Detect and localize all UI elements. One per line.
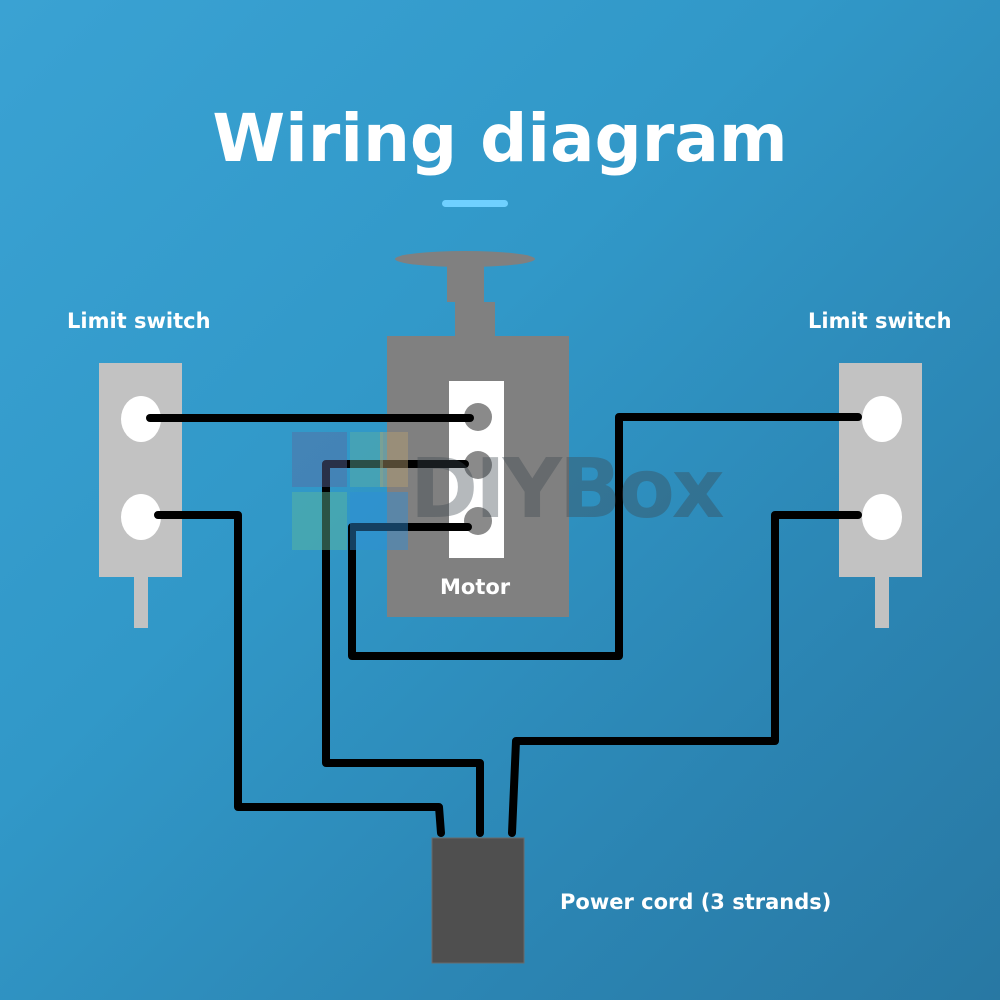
limit-switch-right-pin xyxy=(875,577,889,628)
wire-left-switch-2-to-power-cord xyxy=(154,511,445,837)
limit-switch-left xyxy=(99,363,182,628)
page-title: Wiring diagram xyxy=(212,100,788,177)
motor-knob-cap xyxy=(395,251,535,267)
wire-right-switch-2-to-power-cord xyxy=(508,511,862,837)
limit-switch-right xyxy=(839,363,922,628)
limit-switch-right-terminal-1 xyxy=(862,396,902,442)
limit-switch-left-pin xyxy=(134,577,148,628)
power-cord-label: Power cord (3 strands) xyxy=(560,890,832,914)
limit-switch-right-body xyxy=(839,363,922,577)
limit-switch-left-terminal-2 xyxy=(121,494,161,540)
motor-terminal-2 xyxy=(464,451,492,479)
wire-motor-2-to-power-cord xyxy=(322,460,484,837)
power-cord-block xyxy=(431,837,525,964)
limit-switch-right-terminal-2 xyxy=(862,494,902,540)
title-underline xyxy=(442,200,508,207)
motor-knob-upper xyxy=(447,262,484,302)
motor xyxy=(387,251,569,617)
limit-switch-left-body xyxy=(99,363,182,577)
motor-knob-shaft xyxy=(455,302,495,337)
motor-terminal-1 xyxy=(464,403,492,431)
limit-switch-left-terminal-1 xyxy=(121,396,161,442)
motor-label: Motor xyxy=(440,575,511,599)
limit-switch-right-label: Limit switch xyxy=(808,309,952,333)
limit-switch-left-label: Limit switch xyxy=(67,309,211,333)
wire-motor-3-to-right-switch-1 xyxy=(348,413,862,660)
